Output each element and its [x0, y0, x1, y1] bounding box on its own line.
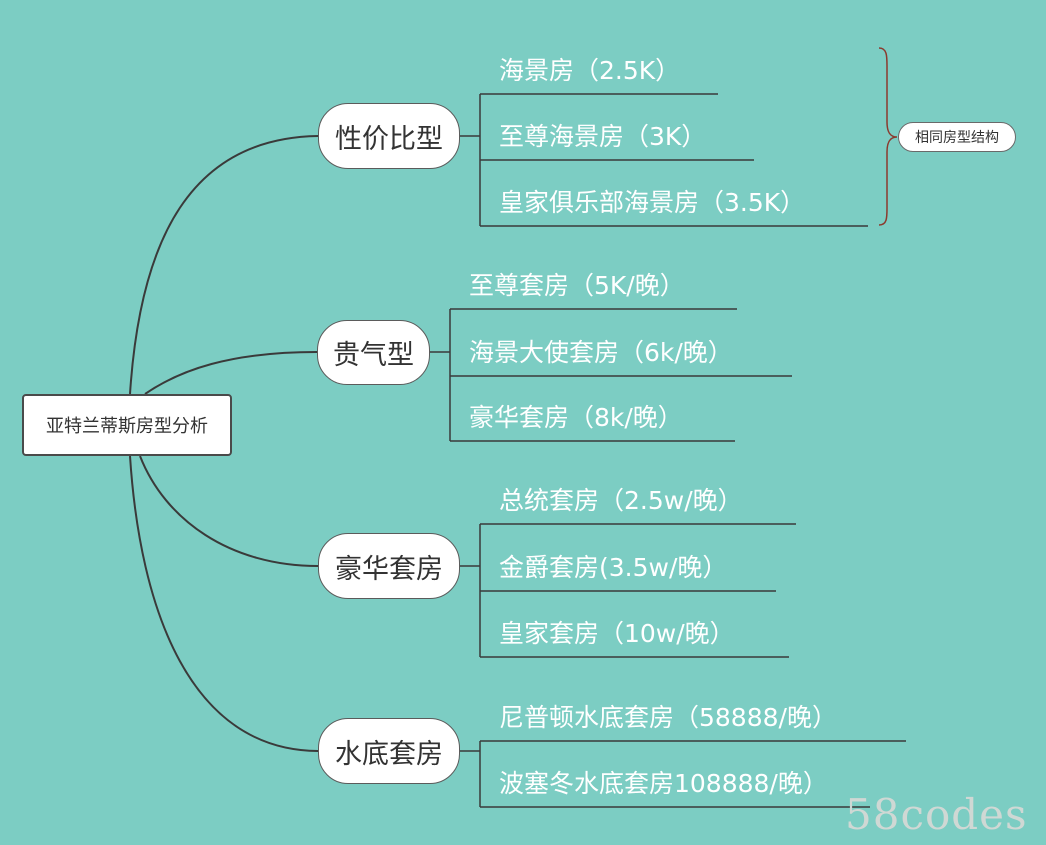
category-node-value[interactable]: 性价比型 [318, 103, 460, 169]
leaf-node[interactable]: 海景大使套房（6k/晚） [469, 338, 733, 367]
leaf-node[interactable]: 皇家俱乐部海景房（3.5K） [499, 188, 806, 217]
connector-root-cat-2 [139, 455, 319, 567]
leaf-node[interactable]: 波塞冬水底套房108888/晚） [499, 769, 828, 798]
category-node-noble[interactable]: 贵气型 [317, 320, 430, 385]
group-bracket [878, 47, 898, 226]
connector-root-cat-3 [129, 455, 319, 752]
leaf-node[interactable]: 豪华套房（8k/晚） [469, 403, 683, 432]
leaf-node[interactable]: 至尊套房（5K/晚） [469, 271, 685, 300]
leaf-node[interactable]: 至尊海景房（3K） [499, 122, 707, 151]
connector-root-cat-1 [144, 351, 318, 395]
group-note[interactable]: 相同房型结构 [898, 122, 1016, 152]
connector-root-cat-0 [129, 135, 319, 395]
leaf-node[interactable]: 金爵套房(3.5w/晚） [499, 553, 728, 582]
category-node-deluxe[interactable]: 豪华套房 [318, 533, 460, 599]
leaf-node[interactable]: 海景房（2.5K） [499, 56, 681, 85]
watermark: 58codes [845, 790, 1028, 839]
leaf-node[interactable]: 总统套房（2.5w/晚） [499, 486, 743, 515]
leaf-node[interactable]: 皇家套房（10w/晚） [499, 619, 735, 648]
root-node[interactable]: 亚特兰蒂斯房型分析 [22, 394, 232, 456]
category-node-underwater[interactable]: 水底套房 [318, 718, 460, 784]
leaf-node[interactable]: 尼普顿水底套房（58888/晚） [499, 703, 837, 732]
